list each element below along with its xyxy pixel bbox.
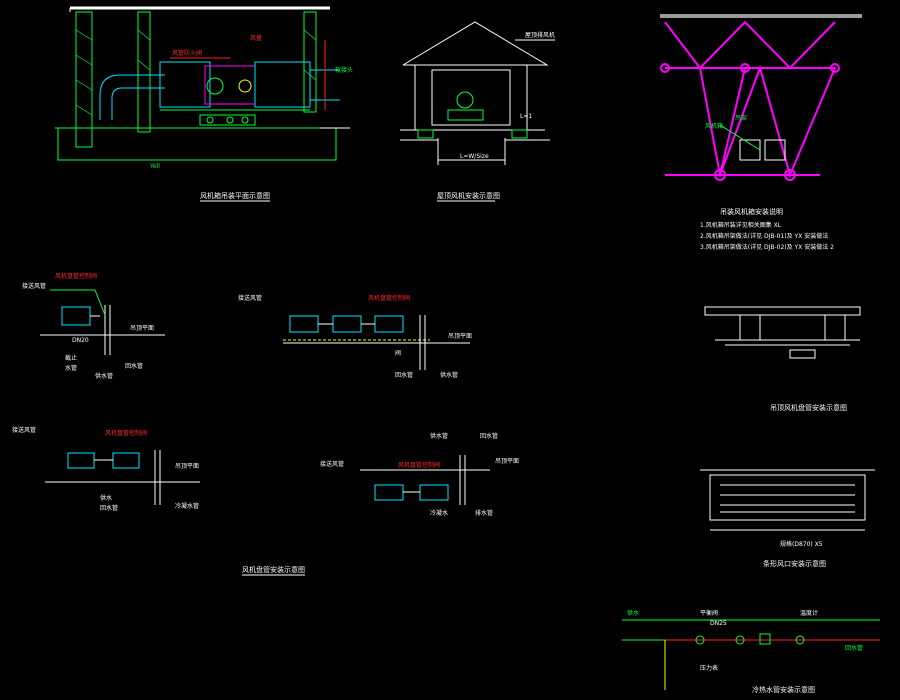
pipe-top-label: 平衡阀	[700, 609, 718, 617]
fc1-pipe-label: DN20	[72, 337, 89, 344]
fan-house-drawing: 屋顶排风机 L=W/Size L=1 屋顶风机安装示意图	[400, 21, 555, 202]
duct-section-drawing: 风管防火阀 风量 软接头 Yell 风机箱吊装平面示意图	[55, 6, 353, 202]
pipe-drawing: 供水 平衡阀 DN25 温度计 回水管 压力表 冷热水管安装示意图	[622, 609, 880, 694]
fc3-left-label: 接送风管	[12, 426, 36, 434]
ceiling-unit-caption: 吊顶风机盘管安装示意图	[770, 403, 847, 412]
fc4-red-label: 风机盘管控制阀	[398, 461, 440, 469]
truss-drawing: 风机箱 吊架 吊装风机箱安装说明 1.风机箱吊装详见相关图集 XL 2.风机箱吊…	[660, 14, 862, 251]
duct-green-label-left: 软接头	[335, 66, 353, 74]
fc2-right-label: 吊顶平面	[448, 333, 472, 340]
pipe-out-label: 压力表	[700, 664, 718, 672]
diffuser-drawing: 规格(D870) X5 条形风口安装示意图	[700, 469, 875, 568]
fan-width-label: L=W/Size	[460, 153, 489, 160]
fc4-top-1: 供水管	[430, 432, 448, 440]
fc1-right-label: 吊顶平面	[130, 325, 154, 332]
fan-right-label: L=1	[520, 113, 532, 120]
pipe-right-label: 回水管	[845, 644, 863, 652]
fan-coil-detail-1: 风机盘管控制阀 接送风管 吊顶平面 DN20 截止 水管 回水管 供水管	[22, 272, 165, 380]
pipe-dn-label: DN25	[710, 620, 727, 627]
fc1-bottom-4: 供水管	[95, 372, 113, 380]
fan-coil-detail-3: 风机盘管控制阀 接送风管 吊顶平面 供水 回水管 冷凝水管	[12, 426, 200, 512]
fan-house-caption: 屋顶风机安装示意图	[437, 191, 500, 200]
fc3-right-label: 吊顶平面	[175, 463, 199, 470]
fc2-red-label: 风机盘管控制阀	[368, 294, 410, 302]
fan-coil-group-caption: 风机盘管安装示意图	[242, 565, 305, 574]
duct-green-label-bottom: Yell	[149, 163, 160, 170]
truss-notes-title: 吊装风机箱安装说明	[720, 207, 783, 216]
fc2-bottom-2: 回水管	[395, 371, 413, 379]
fc4-top-2: 回水管	[480, 432, 498, 440]
fc4-left-label: 接送风管	[320, 460, 344, 468]
fan-coil-detail-4: 风机盘管控制阀 接送风管 吊顶平面 供水管 回水管 冷凝水 排水管	[320, 432, 519, 517]
fc3-red-label: 风机盘管控制阀	[105, 429, 147, 437]
pipe-left-label: 供水	[627, 609, 639, 617]
pipe-r2-label: 温度计	[800, 609, 818, 617]
truss-label-2: 吊架	[735, 114, 747, 122]
diffuser-caption: 条形风口安装示意图	[763, 559, 826, 568]
fan-coil-detail-2: 风机盘管控制阀 接送风管 吊顶平面 阀 回水管 供水管	[238, 294, 472, 379]
fan-roof-label: 屋顶排风机	[525, 31, 555, 39]
fc1-bottom-1: 截止	[65, 354, 77, 362]
fc3-bottom-1: 供水	[100, 494, 112, 502]
fc4-right-label: 吊顶平面	[495, 458, 519, 465]
truss-note-2: 2.风机箱吊架做法(详见 DJB-01)及 YX 安装做法	[700, 232, 828, 240]
ceiling-unit-drawing: 吊顶风机盘管安装示意图	[704, 306, 861, 412]
diffuser-size-label: 规格(D870) X5	[780, 540, 823, 548]
fc4-bottom-1: 冷凝水	[430, 509, 448, 517]
fc3-bottom-2: 回水管	[100, 504, 118, 512]
fc4-bottom-2: 排水管	[475, 509, 493, 517]
truss-label-1: 风机箱	[705, 122, 723, 130]
fc2-bottom-1: 阀	[395, 349, 401, 357]
fc2-left-label: 接送风管	[238, 294, 262, 302]
truss-note-1: 1.风机箱吊装详见相关图集 XL	[700, 221, 782, 229]
pipe-caption: 冷热水管安装示意图	[752, 685, 815, 694]
fc3-bottom-3: 冷凝水管	[175, 502, 199, 510]
fc1-left-label: 接送风管	[22, 282, 46, 290]
fc1-bottom-2: 水管	[65, 364, 77, 372]
fc2-bottom-3: 供水管	[440, 371, 458, 379]
duct-red-label-2: 风量	[250, 35, 262, 42]
truss-note-3: 3.风机箱吊架做法(详见 DJB-02)及 YX 安装做法 2	[700, 243, 834, 251]
fc1-red-label: 风机盘管控制阀	[55, 272, 97, 280]
duct-section-caption: 风机箱吊装平面示意图	[200, 191, 270, 200]
fc1-bottom-3: 回水管	[125, 362, 143, 370]
duct-red-label-1: 风管防火阀	[172, 49, 202, 57]
